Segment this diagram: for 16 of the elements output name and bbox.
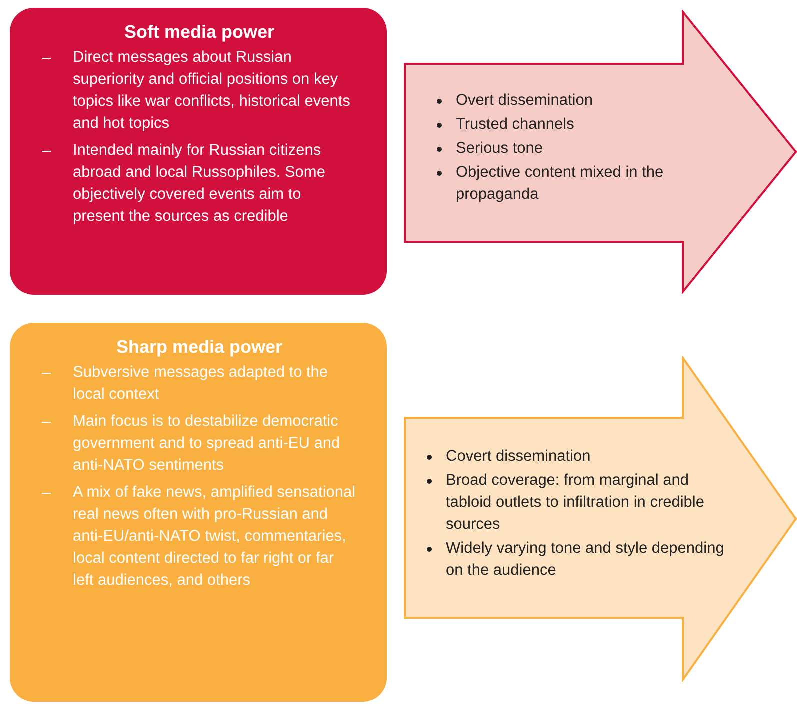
bullet-text: Main focus is to destabilize democratic government and to spread anti-EU and anti-NATO sentiments [73, 412, 342, 476]
text-panel [10, 8, 387, 295]
bullet-text: Trusted channels [456, 115, 574, 135]
bullet-text: Serious tone [456, 139, 544, 159]
bullet-text: Intended mainly for Russian citizens abroad and local Russophiles. Some objectively covered events aim to present the sources as credible [73, 141, 326, 227]
panel-heading: Soft media power [123, 22, 276, 43]
bullet-text: Subversive messages adapted to the local context [73, 363, 330, 405]
panel-heading: Sharp media power [115, 337, 284, 358]
bullet-text: Direct messages about Russian superiority and official positions on key topics like war conflicts, historical events and hot topics [73, 48, 352, 134]
bullet-text: A mix of fake news, amplified sensational real news often with pro-Russian and anti-EU/anti-NATO twist, commentaries, local content directed to far right or far left audiences, and others [73, 483, 357, 591]
bullet-text: Covert dissemination [446, 447, 591, 467]
text-panel [10, 323, 387, 702]
bullet-text: Overt dissemination [456, 91, 593, 111]
bullet-text: Broad coverage: from marginal and tabloid outlets to infiltration in credible sources [446, 471, 706, 535]
bullet-text: Widely varying tone and style depending on the audience [446, 539, 725, 581]
bullet-text: Objective content mixed in the propaganda [456, 163, 665, 205]
